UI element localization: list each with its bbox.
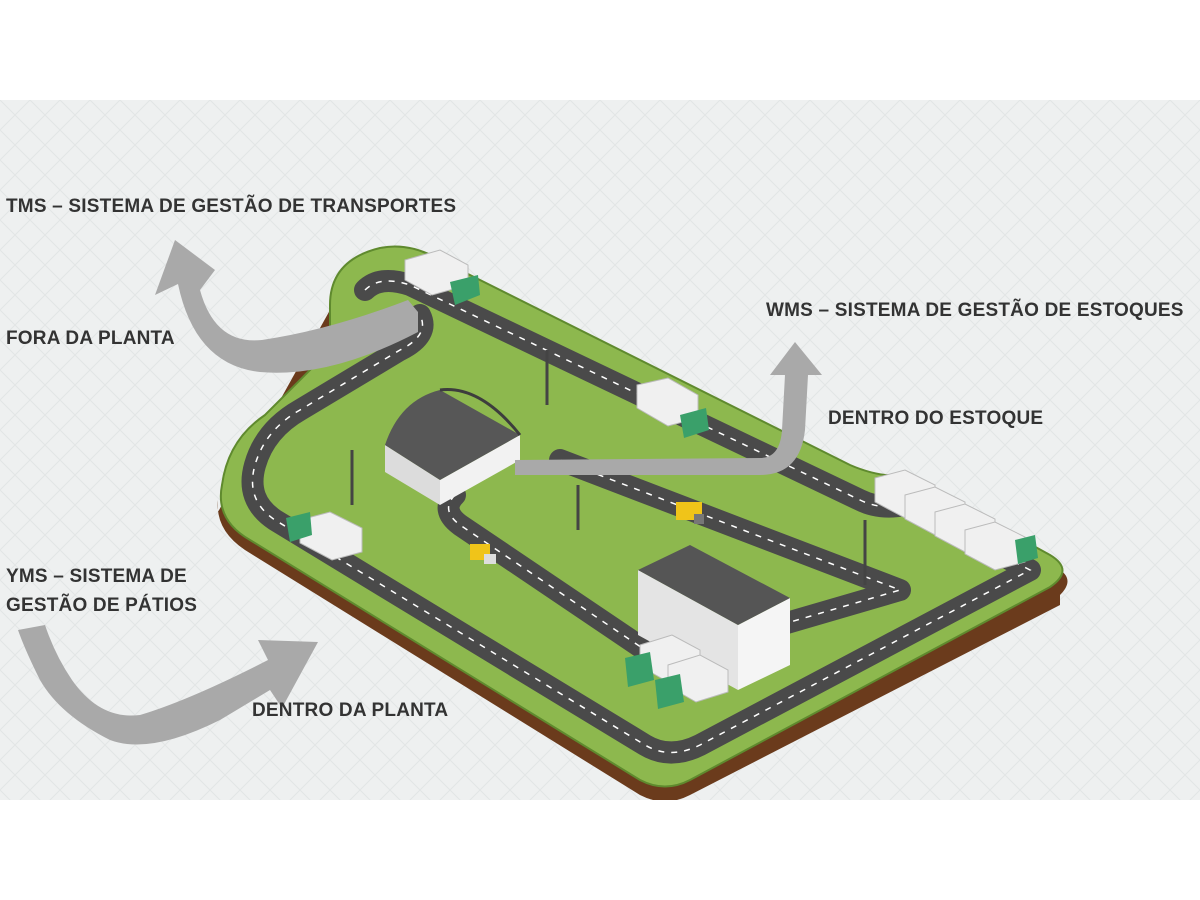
- label-dentro-da-planta: DENTRO DA PLANTA: [252, 700, 449, 721]
- label-wms: WMS – SISTEMA DE GESTÃO DE ESTOQUES: [766, 300, 1184, 321]
- forklift-2: [470, 544, 496, 564]
- road-markings: [251, 280, 1032, 754]
- truck-middle: [636, 377, 709, 438]
- distribution-building: [638, 545, 790, 690]
- label-tms: TMS – SISTEMA DE GESTÃO DE TRANSPORTES: [6, 196, 457, 217]
- forklift-1: [676, 502, 704, 524]
- storage-warehouse: [385, 388, 522, 505]
- label-yms-line1: YMS – SISTEMA DE: [6, 566, 187, 587]
- arrow-yms-icon: [18, 625, 318, 745]
- label-fora-da-planta: FORA DA PLANTA: [6, 328, 175, 349]
- truck-top: [404, 249, 480, 305]
- arrow-wms-icon: [515, 342, 822, 475]
- label-yms-line2: GESTÃO DE PÁTIOS: [6, 595, 198, 616]
- arrow-tms-icon: [155, 240, 418, 373]
- logistics-plant-illustration: [0, 100, 1200, 800]
- truck-dock-2: [655, 654, 729, 709]
- platform-grass: [219, 245, 1064, 788]
- label-dentro-do-estoque: DENTRO DO ESTOQUE: [828, 408, 1044, 429]
- parked-trucks: [874, 469, 1038, 571]
- truck-left: [286, 511, 363, 561]
- light-poles: [350, 350, 867, 585]
